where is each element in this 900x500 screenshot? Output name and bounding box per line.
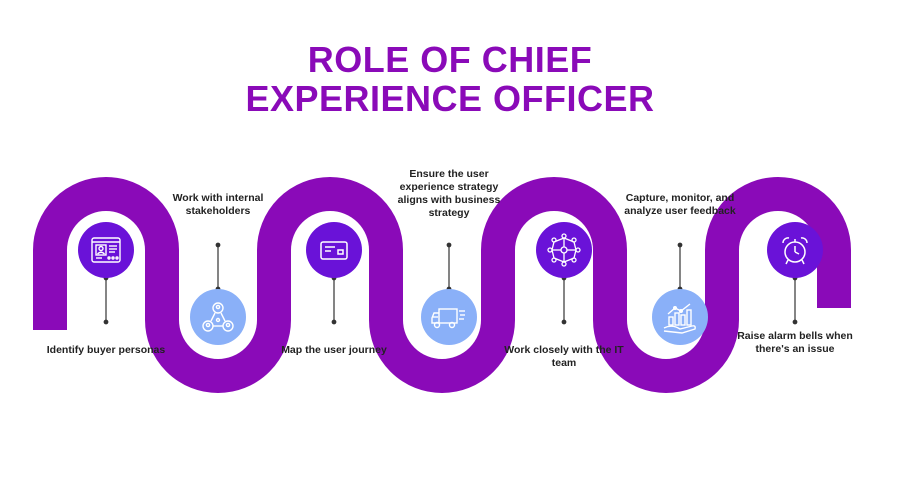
title-line-2: EXPERIENCE OFFICER <box>245 78 655 119</box>
team-network-icon <box>536 222 592 278</box>
delivery-truck-icon <box>421 289 477 345</box>
step-label-2: Work with internal stakeholders <box>172 192 264 217</box>
growth-chart-hand-icon <box>652 289 708 345</box>
persona-card-icon <box>78 222 134 278</box>
step-label-3: Map the user journey <box>281 344 387 356</box>
step-label-5: Work closely with the IT team <box>504 344 624 369</box>
step-label-1: Identify buyer personas <box>46 344 166 356</box>
step-label-6: Capture, monitor, and analyze user feedb… <box>624 192 736 217</box>
title-line-1: ROLE OF CHIEF <box>307 39 593 80</box>
serpentine-band <box>33 177 851 393</box>
step-label-4: Ensure the user experience strategy alig… <box>397 168 501 219</box>
step-label-7: Raise alarm bells when there's an issue <box>737 330 853 355</box>
alarm-clock-icon <box>767 222 823 278</box>
card-icon <box>306 222 362 278</box>
stakeholders-network-icon <box>190 289 246 345</box>
